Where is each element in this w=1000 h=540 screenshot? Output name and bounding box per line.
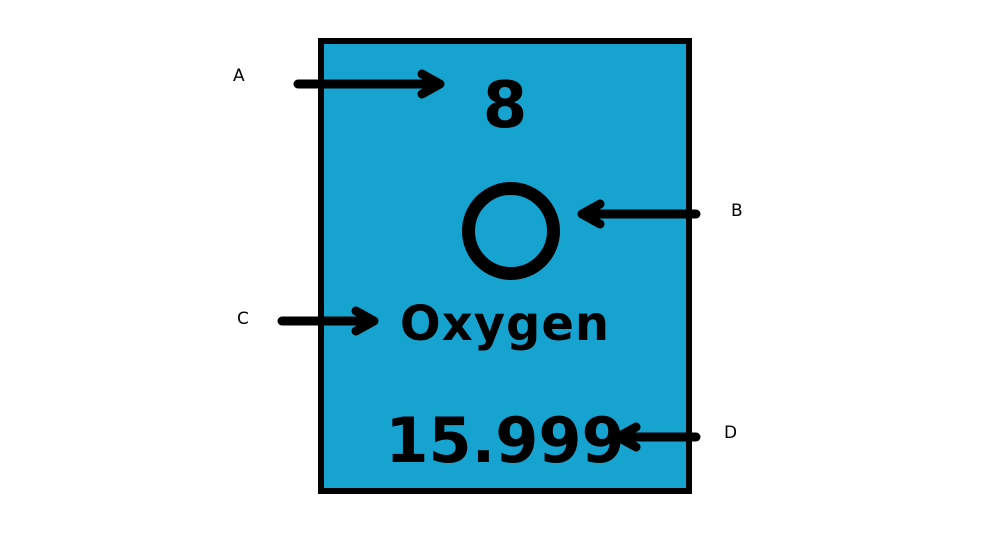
atomic-number: 8	[482, 69, 528, 143]
arrow-a	[293, 69, 445, 99]
arrow-d	[613, 422, 701, 452]
callout-label-d: D	[724, 423, 738, 443]
element-name: Oxygen	[399, 296, 611, 352]
arrow-c	[277, 306, 379, 336]
callout-label-b: B	[731, 201, 743, 221]
callout-label-a: A	[233, 66, 245, 86]
element-tile: 8 Oxygen 15.999	[318, 38, 692, 494]
atomic-mass: 15.999	[385, 404, 625, 477]
callout-label-c: C	[237, 309, 249, 329]
arrow-b	[577, 199, 701, 229]
